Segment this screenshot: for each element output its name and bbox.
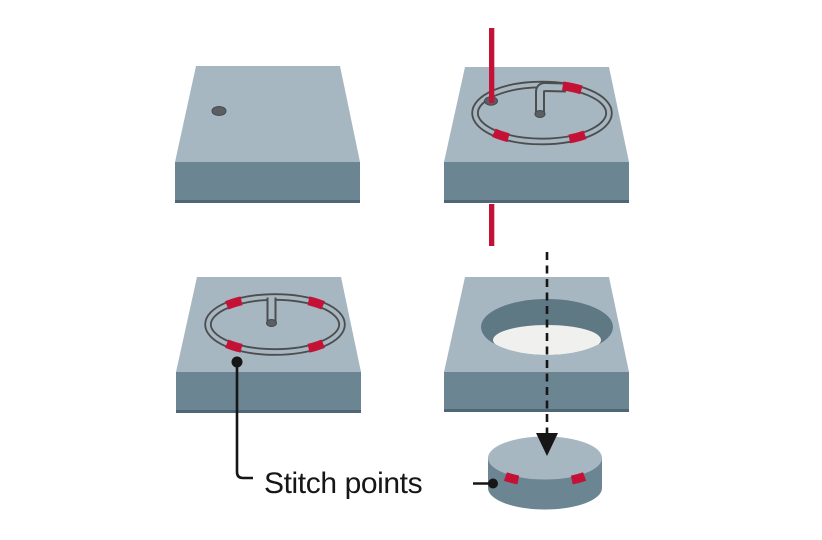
stitch-segment	[225, 296, 243, 310]
pierce-hole-dot	[211, 106, 227, 116]
stitch-segment	[307, 296, 325, 310]
lead-in-slot-gap	[537, 83, 567, 115]
slab-top-face	[175, 66, 360, 162]
leader-line-left	[235, 362, 253, 480]
slab-bottom-edge	[176, 410, 361, 413]
leader-dot-left	[231, 356, 243, 368]
slab-bottom-edge	[175, 200, 360, 203]
stitch-segment	[225, 339, 243, 353]
cutout-disc	[488, 436, 602, 510]
slab-front-face	[175, 162, 360, 200]
stitch-points-label: Stitch points	[264, 467, 422, 500]
slab-bottom-edge	[444, 409, 629, 412]
slab-front-face	[444, 162, 629, 200]
slab-front-face	[444, 372, 629, 409]
slab-front-face	[176, 372, 361, 410]
cut-path-ellipse-gap	[206, 295, 344, 354]
panel-stitched-contour	[176, 277, 361, 413]
center-pin-dot	[534, 110, 546, 118]
disc-top-face	[488, 436, 602, 480]
panel-pierced-slab	[175, 66, 360, 203]
panel-laser-cutting	[444, 28, 629, 246]
stitch-segment	[307, 339, 325, 353]
removal-axis	[536, 252, 558, 456]
stitch-points-callout: Stitch points	[231, 356, 498, 500]
stitch-segment	[568, 130, 587, 144]
slab-bottom-edge	[444, 200, 629, 203]
stitch-mark	[503, 472, 520, 485]
laser-beam-lower	[489, 204, 495, 246]
stitch-segment	[562, 81, 583, 95]
center-pin-dot	[266, 319, 277, 327]
panel-through-hole	[444, 277, 629, 412]
arrow-down-icon	[536, 433, 558, 456]
leader-dot-right	[488, 478, 498, 489]
laser-beam-upper	[489, 28, 495, 103]
stitch-segment	[491, 128, 510, 143]
stitch-mark	[570, 472, 587, 485]
